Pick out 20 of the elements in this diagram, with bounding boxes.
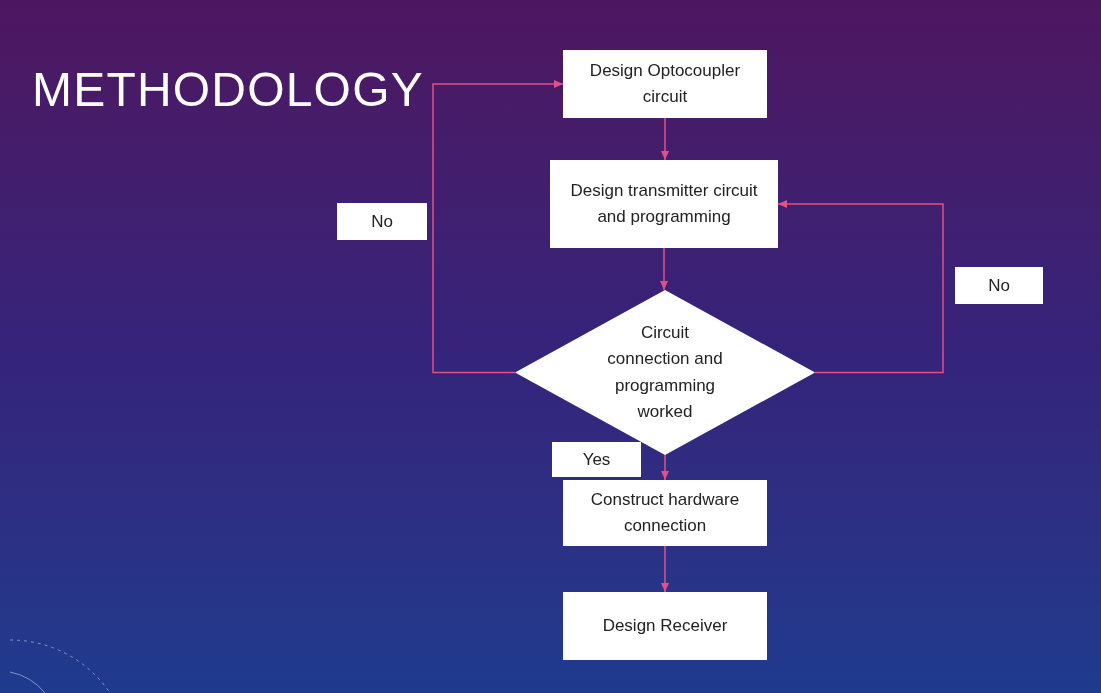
process-box [563,592,767,660]
process-box [563,480,767,546]
node-label: Design Receiver [602,614,728,637]
edge-label: No [337,203,427,240]
slide-title: METHODOLOGY [32,66,424,114]
decision-diamond [515,290,815,455]
node-label: Design transmitter circuit and programming [569,179,759,228]
arrow [661,454,669,481]
process-box [550,160,778,248]
process-box [563,50,767,118]
edge-label: No [955,267,1043,304]
edge-label: Yes [552,442,641,477]
arrow [777,200,944,374]
arrow [661,117,669,161]
arrow [660,247,668,291]
arrow [661,545,669,593]
node-label: Circuit connection and programming worked [606,321,724,423]
arrow [432,80,564,374]
node-label: Design Optocoupler circuit [588,59,742,108]
node-label: Construct hardware connection [589,488,741,537]
